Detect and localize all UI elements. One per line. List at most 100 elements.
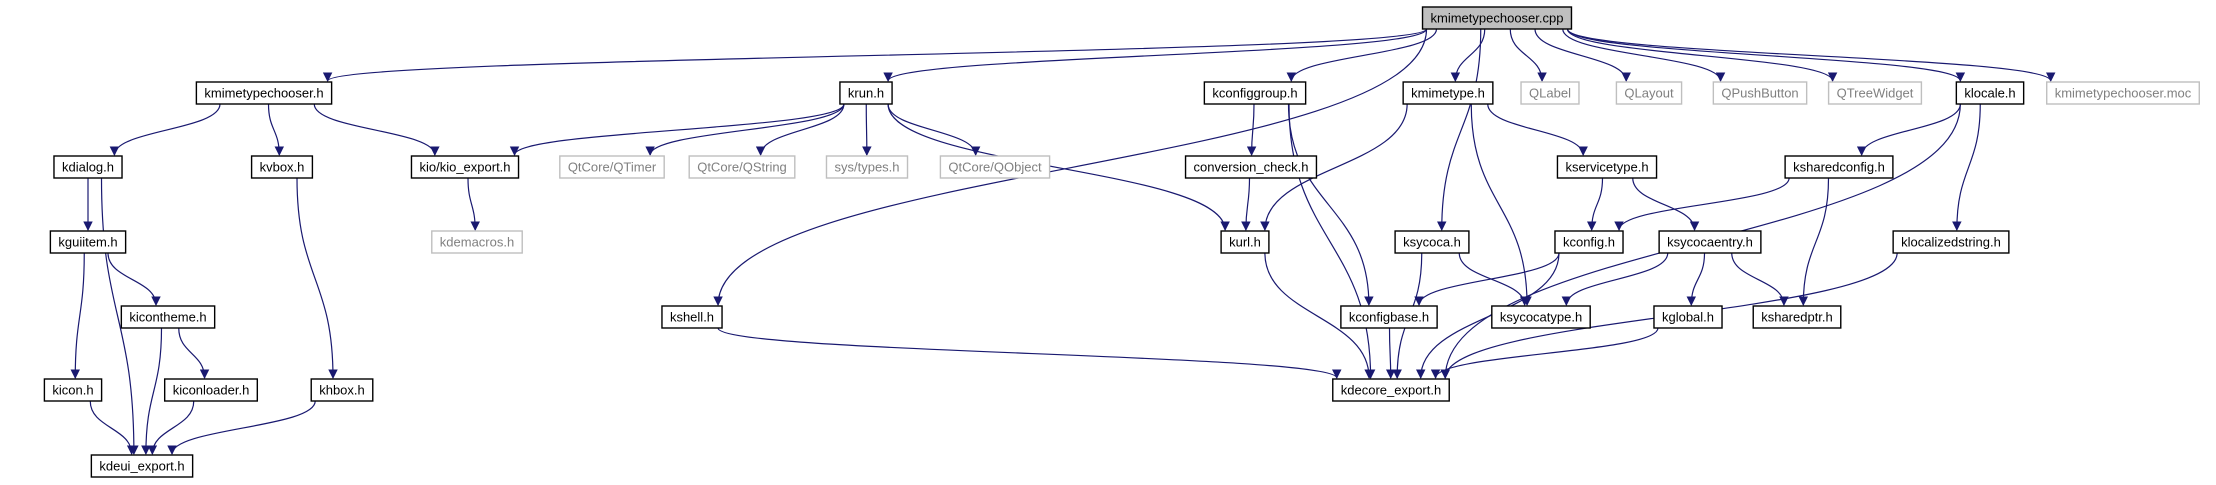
node-box	[1554, 230, 1624, 254]
node-kmimetypechooser_cpp[interactable]: kmimetypechooser.cpp	[1421, 6, 1573, 30]
node-label: kurl.h	[1229, 235, 1261, 250]
node-box	[1653, 305, 1723, 329]
node-label: QTreeWidget	[1837, 86, 1914, 101]
node-label: QPushButton	[1721, 86, 1798, 101]
edge-kmimetypechooser_cpp-to-ksycoca_h	[1436, 28, 1482, 231]
edge-kmimetypechooser_cpp-to-kshell_h	[713, 28, 1428, 306]
node-kicon_h[interactable]: kicon.h	[43, 378, 103, 402]
edge-kio_export_h-to-kdemacros_h	[467, 177, 480, 231]
edge-kconfiggroup_h-to-conversion_check_h	[1246, 103, 1257, 156]
node-label: klocale.h	[1964, 86, 2015, 101]
node-QLayout: QLayout	[1615, 81, 1683, 105]
node-ksharedptr_h[interactable]: ksharedptr.h	[1752, 305, 1842, 329]
edge-khbox_h-to-kdeui_export_h	[167, 400, 316, 455]
node-box	[1402, 81, 1494, 105]
node-kconfig_h[interactable]: kconfig.h	[1554, 230, 1624, 254]
node-kconfiggroup_h[interactable]: kconfiggroup.h	[1203, 81, 1307, 105]
edge-kmimetypechooser_cpp-to-kmimetype_h	[1450, 28, 1486, 82]
edge-krun_h-to-QtCore_QString	[755, 103, 845, 156]
node-kmimetype_h[interactable]: kmimetype.h	[1402, 81, 1494, 105]
node-kservicetype_h[interactable]: kservicetype.h	[1556, 155, 1658, 179]
node-box	[163, 378, 259, 402]
edge-ksycocaentry_h-to-ksharedptr_h	[1731, 252, 1789, 306]
edge-kconfiggroup_h-to-kconfigbase_h	[1287, 103, 1374, 306]
node-krun_h[interactable]: krun.h	[839, 81, 893, 105]
node-label: kvbox.h	[260, 160, 305, 175]
node-kicontheme_h[interactable]: kicontheme.h	[120, 305, 216, 329]
node-label: conversion_check.h	[1194, 160, 1309, 175]
node-ksycocatype_h[interactable]: ksycocatype.h	[1491, 305, 1591, 329]
edge-kguiitem_h-to-kicontheme_h	[107, 252, 161, 306]
node-label: ksycocatype.h	[1500, 310, 1582, 325]
node-kurl_h[interactable]: kurl.h	[1220, 230, 1270, 254]
node-kconfigbase_h[interactable]: kconfigbase.h	[1340, 305, 1438, 329]
node-label: QLayout	[1624, 86, 1674, 101]
edge-klocale_h-to-ksharedconfig_h	[1856, 103, 1961, 156]
node-label: klocalizedstring.h	[1901, 235, 2001, 250]
node-kio_export_h[interactable]: kio/kio_export.h	[410, 155, 520, 179]
node-klocalizedstring_h[interactable]: klocalizedstring.h	[1892, 230, 2010, 254]
node-label: kicontheme.h	[129, 310, 206, 325]
edge-kmimetype_h-to-kservicetype_h	[1487, 103, 1588, 156]
node-conversion_check_h[interactable]: conversion_check.h	[1184, 155, 1318, 179]
node-ksycocaentry_h[interactable]: ksycocaentry.h	[1658, 230, 1762, 254]
edge-ksycocaentry_h-to-kglobal_h	[1686, 252, 1706, 306]
node-box	[1752, 305, 1842, 329]
edge-kmimetypechooser_cpp-to-krun_h	[883, 28, 1428, 82]
node-label: kconfigbase.h	[1349, 310, 1429, 325]
node-kdecore_export_h[interactable]: kdecore_export.h	[1332, 378, 1450, 402]
node-label: QLabel	[1529, 86, 1571, 101]
node-kglobal_h[interactable]: kglobal.h	[1653, 305, 1723, 329]
node-box	[1220, 230, 1270, 254]
node-ksharedconfig_h[interactable]: ksharedconfig.h	[1784, 155, 1894, 179]
edge-kurl_h-to-kdecore_export_h	[1264, 252, 1374, 379]
node-label: kdialog.h	[62, 160, 114, 175]
node-box	[90, 454, 194, 478]
node-box	[431, 230, 523, 254]
node-kshell_h[interactable]: kshell.h	[661, 305, 723, 329]
edge-kmimetypechooser_cpp-to-QLabel	[1509, 28, 1547, 82]
edge-kmimetypechooser_h-to-kvbox_h	[267, 103, 285, 156]
node-label: kconfig.h	[1563, 235, 1615, 250]
node-box	[43, 378, 103, 402]
node-kguiitem_h[interactable]: kguiitem.h	[49, 230, 127, 254]
node-box	[310, 378, 374, 402]
edge-kservicetype_h-to-ksycocaentry_h	[1632, 177, 1700, 231]
node-box	[1827, 81, 1923, 105]
edge-ksycocaentry_h-to-ksycocatype_h	[1561, 252, 1669, 306]
edge-kmimetypechooser_cpp-to-klocale_h	[1566, 28, 1966, 82]
edge-kglobal_h-to-kdecore_export_h	[1430, 327, 1659, 379]
node-label: kglobal.h	[1662, 310, 1714, 325]
node-kdialog_h[interactable]: kdialog.h	[53, 155, 123, 179]
edge-kconfig_h-to-kdecore_export_h	[1415, 252, 1560, 379]
node-kmimetypechooser_h[interactable]: kmimetypechooser.h	[195, 81, 333, 105]
node-khbox_h[interactable]: khbox.h	[310, 378, 374, 402]
edge-kshell_h-to-kdecore_export_h	[717, 327, 1342, 379]
node-kvbox_h[interactable]: kvbox.h	[250, 155, 314, 179]
node-box	[1340, 305, 1438, 329]
node-kdeui_export_h[interactable]: kdeui_export.h	[90, 454, 194, 478]
node-label: kmimetypechooser.cpp	[1431, 11, 1564, 26]
node-kiconloader_h[interactable]: kiconloader.h	[163, 378, 259, 402]
node-label: khbox.h	[319, 383, 365, 398]
node-box	[939, 155, 1051, 179]
node-ksycoca_h[interactable]: ksycoca.h	[1394, 230, 1470, 254]
node-QtCore_QTimer: QtCore/QTimer	[559, 155, 665, 179]
edge-kmimetypechooser_cpp-to-QLayout	[1534, 28, 1631, 82]
node-box	[250, 155, 314, 179]
node-label: kiconloader.h	[173, 383, 250, 398]
node-label: ksycoca.h	[1403, 235, 1461, 250]
node-QTreeWidget: QTreeWidget	[1827, 81, 1923, 105]
node-box	[1332, 378, 1450, 402]
node-label: kconfiggroup.h	[1212, 86, 1297, 101]
edge-kmimetypechooser_h-to-kdialog_h	[109, 103, 221, 156]
edge-krun_h-to-QtCore_QTimer	[645, 103, 845, 156]
node-box	[1184, 155, 1318, 179]
node-QtCore_QObject: QtCore/QObject	[939, 155, 1051, 179]
node-box	[1491, 305, 1591, 329]
node-klocale_h[interactable]: klocale.h	[1955, 81, 2025, 105]
node-box	[1615, 81, 1683, 105]
node-box	[49, 230, 127, 254]
node-sys_types_h: sys/types.h	[825, 155, 909, 179]
